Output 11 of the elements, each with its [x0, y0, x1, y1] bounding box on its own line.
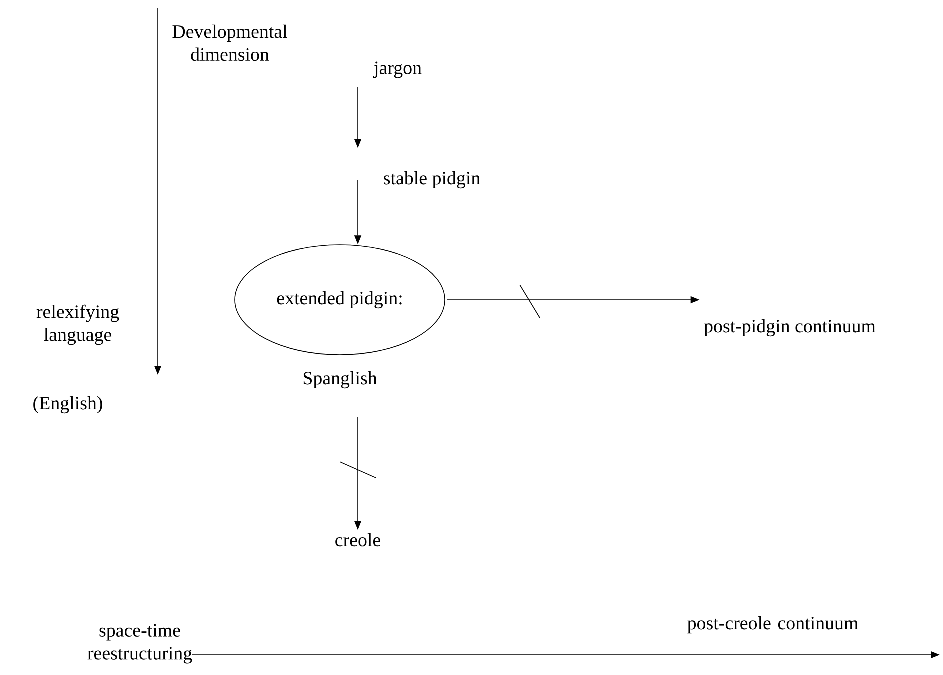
label-text: Developmental dimension — [172, 24, 288, 62]
ellipse-node: extended pidgin: — [234, 244, 446, 356]
label-text: (English) — [34, 396, 102, 414]
beside-label: Spanglish — [304, 371, 378, 389]
label-text: relexifying language — [36, 304, 120, 346]
label-text: space-time reestructuring — [88, 624, 192, 664]
node-label: creole — [336, 533, 380, 547]
node-label: jargon — [373, 62, 422, 78]
label-text: post-creole continuum — [688, 616, 858, 634]
node-label: stable pidgin — [384, 171, 480, 189]
node-label: post-pidgin continuum — [704, 319, 876, 337]
